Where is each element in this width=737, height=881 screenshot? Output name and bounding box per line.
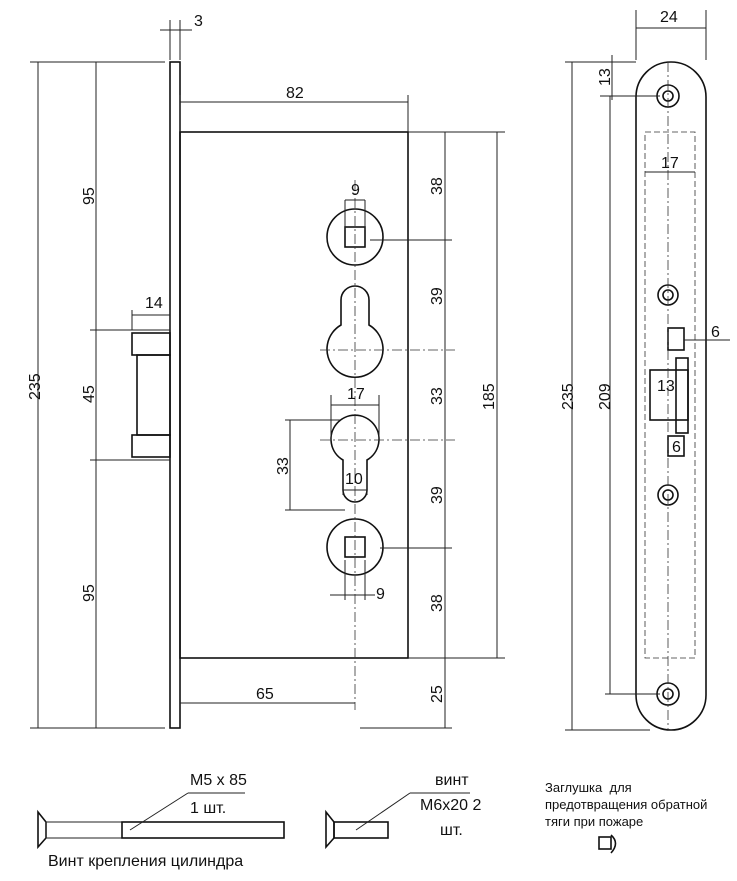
screw2-title: винт: [435, 772, 469, 789]
screw1-size: M5 x 85: [190, 772, 247, 789]
screw1-caption: Винт крепления цилиндра: [48, 853, 244, 870]
dim-body-height: 185: [481, 383, 498, 410]
dim-s2: 39: [429, 287, 446, 305]
dim-hole-spacing: 209: [597, 383, 614, 410]
dim-plate-thickness: 3: [194, 13, 203, 30]
dim-latch-width: 13: [657, 378, 675, 395]
dim-backset: 65: [256, 686, 274, 703]
front-view: 3 82 235 95 45 95 14 9 17 10 33 9 65 38 …: [27, 13, 505, 729]
m6-screw: [325, 792, 470, 850]
dim-total-height: 235: [27, 373, 44, 400]
dim-s4: 39: [429, 486, 446, 504]
dim-inner-width: 17: [661, 155, 679, 172]
dim-latch-proj: 6: [711, 324, 720, 341]
keyhole: [326, 285, 384, 379]
dim-latch-depth: 14: [145, 295, 163, 312]
screw2-size: M6x20 2: [420, 797, 482, 814]
dim-s3: 33: [429, 387, 446, 405]
fire-plug-icon: [598, 834, 617, 854]
faceplate-edge: [169, 61, 181, 729]
side-view: 24 13 17 6 13 6 235 209: [560, 9, 730, 731]
deadlatch: [667, 327, 685, 351]
dim-total-height: 235: [560, 383, 577, 410]
dim-cyl-slot: 10: [345, 471, 363, 488]
dim-top-hole: 13: [597, 68, 614, 86]
dim-bottom-hole: 9: [376, 586, 385, 603]
plug-note-line-2: предотвращения обратной: [545, 797, 708, 812]
dim-s1: 38: [429, 177, 446, 195]
plug-note: Заглушка для предотвращения обратной тяг…: [545, 779, 707, 830]
dim-cyl-width: 17: [347, 386, 365, 403]
dim-top-hole: 9: [351, 182, 360, 199]
dim-small-latch: 6: [672, 439, 681, 456]
screw1-qty: 1 шт.: [190, 800, 227, 817]
dim-width: 24: [660, 9, 678, 26]
dim-body-width: 82: [286, 85, 304, 102]
dim-upper: 95: [81, 187, 98, 205]
latch-bolt: [131, 332, 171, 458]
dim-s6: 25: [429, 685, 446, 703]
plug-note-line-3: тяги при пожаре: [545, 814, 644, 829]
dim-s5: 38: [429, 594, 446, 612]
faceplate: [635, 61, 707, 731]
screw2-qty: шт.: [440, 822, 463, 839]
dim-cyl-height: 33: [275, 457, 292, 475]
plug-note-line-1: Заглушка для: [545, 780, 632, 795]
dim-latch-height: 45: [81, 385, 98, 403]
cylinder-screw: [37, 792, 285, 850]
dim-lower: 95: [81, 584, 98, 602]
lock-body: [179, 131, 409, 659]
